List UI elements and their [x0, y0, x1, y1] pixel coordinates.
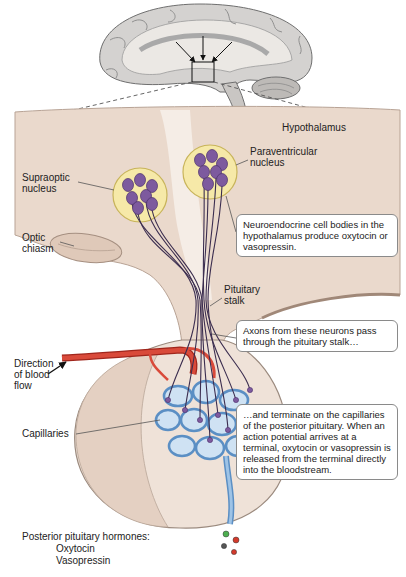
part-label: Capillaries: [22, 428, 92, 439]
brain-sketch: [122, 20, 292, 74]
brain-sketch: [252, 77, 300, 99]
part-label: Oxytocin: [56, 543, 136, 554]
cell-body: [123, 179, 134, 192]
part-label: Posterior pituitary hormones:: [22, 531, 192, 542]
axon-terminal: [165, 397, 170, 402]
leader-line: [210, 298, 222, 306]
cell-body: [147, 198, 158, 211]
callout-text: …and terminate on the capillaries of the…: [243, 409, 391, 475]
brain-sketch: [212, 42, 232, 62]
leader-line: [76, 420, 160, 434]
cell-body: [133, 202, 144, 215]
axon-terminal: [233, 397, 238, 402]
capillary-network: [226, 456, 231, 524]
brain-sketch: [140, 35, 268, 54]
hormone-droplet: [231, 549, 236, 554]
leader-line: [226, 196, 236, 232]
capillary-network: [226, 456, 231, 524]
cell-body: [203, 178, 214, 191]
cell-body: [123, 150, 228, 215]
leader-line: [60, 242, 74, 246]
axon-terminal: [207, 437, 212, 442]
brain-sketch: [40, 4, 345, 118]
axon-terminal: [182, 407, 187, 412]
part-label: Direction of blood flow: [14, 358, 62, 391]
callout-box: …and terminate on the capillaries of the…: [236, 404, 398, 480]
callout-text: Neuroendocrine cell bodies in the hypoth…: [243, 219, 391, 252]
hypothalamus-tissue: [48, 229, 123, 267]
axon: [208, 186, 228, 430]
callout-box: Neuroendocrine cell bodies in the hypoth…: [236, 214, 398, 257]
cell-body: [199, 166, 210, 179]
hormone-droplet: [233, 537, 239, 543]
cell-body: [195, 154, 206, 167]
axon-terminal: [215, 412, 220, 417]
axon-terminal: [197, 417, 202, 422]
hypothalamus-tissue: [262, 294, 400, 318]
axon-terminal: [225, 427, 230, 432]
cell-body: [207, 150, 218, 163]
brain-sketch: [106, 9, 301, 78]
axon: [132, 204, 196, 400]
cell-body: [217, 174, 228, 187]
hormone-droplet: [221, 531, 239, 555]
brain-sketch: [192, 62, 214, 82]
axon: [152, 210, 218, 415]
capillary-network: [169, 436, 195, 456]
part-label: Hypothalamus: [282, 122, 372, 133]
callout-box: Axons from these neurons pass through th…: [236, 320, 398, 352]
hormone-droplet: [221, 543, 226, 548]
artery: [62, 350, 194, 374]
part-label: Optic chiasm: [22, 232, 62, 254]
nucleus: [183, 145, 237, 199]
artery: [150, 353, 168, 380]
artery: [62, 350, 194, 374]
leader-line: [212, 334, 236, 338]
brain-sketch: [176, 42, 195, 62]
brain-sketch: [258, 83, 294, 94]
hormone-droplet: [223, 531, 229, 537]
cell-body: [135, 174, 146, 187]
part-label: Vasopressin: [56, 555, 136, 566]
axon: [132, 178, 250, 440]
artery: [48, 349, 214, 380]
part-label: Paraventricular nucleus: [250, 146, 330, 168]
capillary-network: [208, 413, 236, 435]
part-label: Supraoptic nucleus: [22, 172, 80, 194]
callout-text: Axons from these neurons pass through th…: [243, 325, 391, 347]
brain-sketch: [203, 36, 204, 60]
capillary-network: [196, 437, 224, 459]
pituitary-gland: [76, 350, 168, 527]
part-label: Pituitary stalk: [224, 284, 270, 306]
hypothalamus-tissue: [58, 244, 115, 251]
nucleus: [113, 145, 237, 222]
axon: [146, 202, 198, 410]
nucleus: [113, 168, 167, 222]
leader-line: [236, 160, 248, 165]
axon-terminal: [247, 387, 252, 392]
leader-line: [78, 182, 114, 190]
